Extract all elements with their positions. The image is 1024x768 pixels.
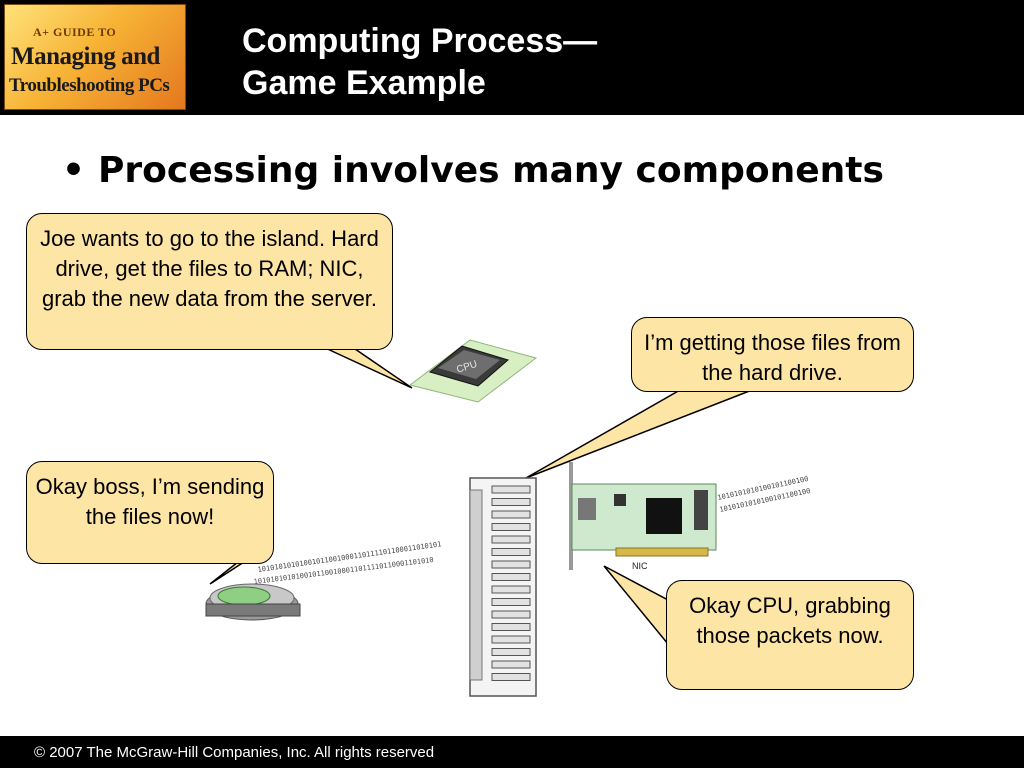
nic-chip-label: NIC — [632, 561, 648, 571]
bullet-point: • Processing involves many components — [62, 150, 884, 191]
ram-chip-icon — [491, 560, 531, 569]
ram-chip-icon — [491, 673, 531, 681]
bullet-text: Processing involves many components — [98, 150, 884, 191]
ram-chip-icon — [491, 573, 531, 581]
ram-chip-icon — [491, 535, 531, 544]
hdd-data-stream-icon: 1010101010100101100100011011110110001101… — [253, 540, 442, 586]
ram-chip-icon — [491, 585, 531, 594]
nic-callout-tail — [603, 565, 669, 647]
hdd-speech-text: Okay boss, I’m sending the files now! — [35, 474, 265, 529]
title-line1: Computing Process— — [242, 22, 598, 60]
ram-callout-tail — [525, 389, 753, 479]
logo-line3: Troubleshooting PCs — [9, 75, 170, 96]
hard-drive-icon — [205, 583, 301, 621]
book-logo: A+ GUIDE TO Managing and Troubleshooting… — [4, 4, 186, 110]
ram-speech-bubble: I’m getting those files from the hard dr… — [631, 317, 914, 392]
ram-chip-icon — [491, 635, 531, 644]
cpu-speech-text: Joe wants to go to the island. Hard driv… — [40, 226, 379, 311]
ram-chip-icon — [491, 648, 531, 656]
slide-footer: © 2007 The McGraw-Hill Companies, Inc. A… — [0, 736, 1024, 768]
nic-data-stream-icon: 1010101010100101100100 10101010101001011… — [717, 475, 811, 514]
hdd-callout-tail — [209, 561, 247, 585]
ram-chip-icon — [491, 523, 531, 531]
ram-chip-icon — [491, 498, 531, 506]
ram-chip-icon — [491, 610, 531, 619]
ram-chip-icon — [491, 548, 531, 556]
ram-module-icon — [469, 477, 537, 697]
nic-speech-text: Okay CPU, grabbing those packets now. — [689, 593, 891, 648]
logo-line2: Managing and — [11, 43, 160, 70]
hdd-speech-bubble: Okay boss, I’m sending the files now! — [26, 461, 274, 564]
ram-chip-icon — [491, 598, 531, 606]
network-card-icon: NIC — [569, 462, 717, 571]
logo-line1: A+ GUIDE TO — [33, 25, 117, 39]
cpu-speech-bubble: Joe wants to go to the island. Hard driv… — [26, 213, 393, 350]
ram-speech-text: I’m getting those files from the hard dr… — [644, 330, 901, 385]
copyright-text: © 2007 The McGraw-Hill Companies, Inc. A… — [34, 744, 435, 761]
slide-header: A+ GUIDE TO Managing and Troubleshooting… — [0, 0, 1024, 115]
cpu-icon: CPU — [408, 339, 538, 403]
ram-chip-icon — [491, 485, 531, 494]
slide-title: Computing Process— Game Example — [242, 20, 597, 104]
ram-chip-icon — [491, 660, 531, 669]
ram-chip-icon — [491, 623, 531, 631]
nic-speech-bubble: Okay CPU, grabbing those packets now. — [666, 580, 914, 690]
bullet-marker: • — [62, 150, 86, 191]
title-line2: Game Example — [242, 64, 486, 102]
ram-chip-icon — [491, 510, 531, 519]
